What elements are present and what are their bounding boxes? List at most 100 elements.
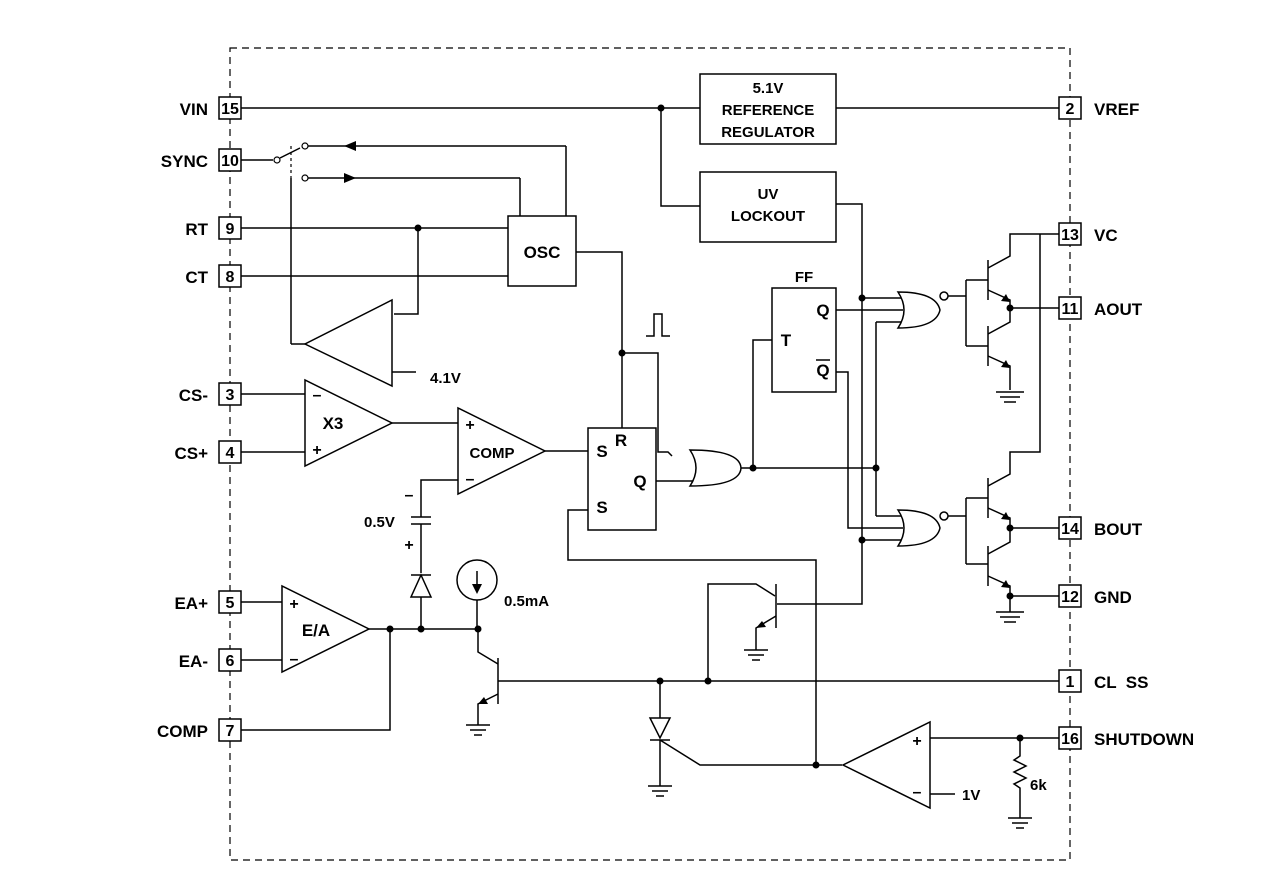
- svg-text:UV: UV: [758, 186, 779, 203]
- svg-text:+: +: [404, 537, 413, 554]
- svg-text:VIN: VIN: [180, 100, 208, 119]
- svg-text:VREF: VREF: [1094, 100, 1139, 119]
- pin-vref: 2 VREF: [1058, 96, 1139, 120]
- svg-text:CL SS: CL SS: [1094, 673, 1148, 692]
- svg-text:–: –: [913, 784, 922, 801]
- vin-wiring: [241, 104, 1059, 207]
- svg-text:COMP: COMP: [470, 445, 515, 462]
- or-gate-pwm: [688, 339, 876, 487]
- svg-text:2: 2: [1066, 101, 1075, 118]
- output-stage-b: [965, 234, 1059, 623]
- svg-text:R: R: [615, 431, 627, 450]
- current-source-0v5ma: 0.5mA: [456, 559, 549, 629]
- svg-text:5.1V: 5.1V: [753, 80, 784, 97]
- clock-wiring: [576, 251, 673, 457]
- svg-text:CT: CT: [185, 268, 208, 287]
- output-stage-a: [965, 233, 1059, 403]
- svg-text:CS-: CS-: [179, 386, 208, 405]
- svg-text:REGULATOR: REGULATOR: [721, 124, 815, 141]
- pin-rt: 9 RT: [185, 216, 242, 240]
- svg-text:1: 1: [1066, 674, 1075, 691]
- svg-text:Q: Q: [816, 361, 829, 380]
- pin-aout: 11 AOUT: [1058, 296, 1143, 320]
- svg-text:X3: X3: [323, 414, 344, 433]
- pin-comp: 7 COMP: [157, 718, 242, 742]
- svg-text:6k: 6k: [1030, 777, 1047, 794]
- nor-gate-a: [896, 291, 966, 329]
- pin-cs-minus: 3 CS-: [179, 382, 242, 406]
- svg-text:+: +: [465, 417, 474, 434]
- svg-text:E/A: E/A: [302, 621, 330, 640]
- pin-gnd: 12 GND: [1058, 584, 1132, 608]
- svg-text:11: 11: [1062, 301, 1079, 318]
- svg-text:GND: GND: [1094, 588, 1132, 607]
- pin-ea-plus: 5 EA+: [174, 590, 242, 614]
- svg-text:7: 7: [226, 723, 235, 740]
- shutdown-diode: [648, 677, 842, 797]
- pin-shutdown: 16 SHUTDOWN: [1058, 726, 1194, 750]
- pin-vc: 13 VC: [1058, 222, 1118, 246]
- svg-text:–: –: [313, 387, 322, 404]
- svg-text:Q: Q: [633, 472, 646, 491]
- svg-text:LOCKOUT: LOCKOUT: [731, 208, 805, 225]
- svg-text:FF: FF: [795, 269, 813, 286]
- svg-text:–: –: [290, 651, 299, 668]
- svg-text:10: 10: [221, 153, 239, 170]
- flip-flop-block: FF T Q Q: [771, 269, 837, 393]
- pwm-comparator: + – COMP: [457, 406, 588, 496]
- svg-text:14: 14: [1061, 521, 1079, 538]
- svg-text:VC: VC: [1094, 226, 1118, 245]
- svg-text:–: –: [466, 471, 475, 488]
- uv-clamp-transistor: [704, 583, 777, 685]
- uv-lockout-block: UV LOCKOUT: [699, 171, 837, 243]
- svg-text:4: 4: [226, 445, 235, 462]
- pin-ea-minus: 6 EA-: [179, 648, 242, 672]
- svg-text:Q: Q: [816, 301, 829, 320]
- svg-text:1V: 1V: [962, 787, 980, 804]
- svg-text:COMP: COMP: [157, 722, 208, 741]
- svg-text:BOUT: BOUT: [1094, 520, 1143, 539]
- svg-text:5: 5: [226, 595, 235, 612]
- svg-text:15: 15: [221, 101, 239, 118]
- svg-text:+: +: [912, 733, 921, 750]
- pin-ct: 8 CT: [185, 264, 242, 288]
- svg-text:13: 13: [1061, 227, 1079, 244]
- error-amplifier: + – E/A: [241, 584, 482, 731]
- offset-0v5-and-diode: – 0.5V +: [364, 479, 458, 628]
- svg-text:0.5V: 0.5V: [364, 514, 395, 531]
- pin-vin: 15 VIN: [180, 96, 242, 120]
- svg-text:+: +: [289, 596, 298, 613]
- comparator-4v1: 4.1V: [303, 298, 461, 388]
- svg-text:12: 12: [1061, 589, 1079, 606]
- sync-switch: [241, 141, 567, 345]
- svg-text:SHUTDOWN: SHUTDOWN: [1094, 730, 1194, 749]
- svg-text:–: –: [405, 487, 414, 504]
- svg-text:16: 16: [1061, 731, 1079, 748]
- pin-sync: 10 SYNC: [161, 148, 242, 172]
- svg-text:4.1V: 4.1V: [430, 370, 461, 387]
- svg-text:3: 3: [226, 387, 235, 404]
- pin-bout: 14 BOUT: [1058, 516, 1143, 540]
- svg-text:S: S: [596, 498, 607, 517]
- shutdown-comparator: + – 1V: [841, 720, 1059, 810]
- pwm-latch-block: S R Q S: [587, 427, 657, 531]
- svg-text:SYNC: SYNC: [161, 152, 208, 171]
- svg-text:8: 8: [226, 269, 235, 286]
- svg-text:EA-: EA-: [179, 652, 208, 671]
- clamp-transistor: [466, 629, 1059, 736]
- svg-text:CS+: CS+: [174, 444, 208, 463]
- resistor-6k: 6k: [1008, 738, 1047, 829]
- cs-amp-x3: – + X3: [241, 378, 458, 468]
- nor-gate-b: [896, 509, 966, 547]
- svg-text:EA+: EA+: [174, 594, 208, 613]
- latch-wiring: [567, 480, 817, 765]
- reference-regulator-block: 5.1V REFERENCE REGULATOR: [699, 73, 837, 145]
- pin-cs-plus: 4 CS+: [174, 440, 242, 464]
- svg-text:6: 6: [226, 653, 235, 670]
- svg-text:AOUT: AOUT: [1094, 300, 1143, 319]
- svg-text:REFERENCE: REFERENCE: [722, 102, 815, 119]
- clock-pulse-icon: [646, 313, 670, 337]
- rt-ct-wiring: [241, 224, 508, 315]
- svg-text:T: T: [781, 331, 792, 350]
